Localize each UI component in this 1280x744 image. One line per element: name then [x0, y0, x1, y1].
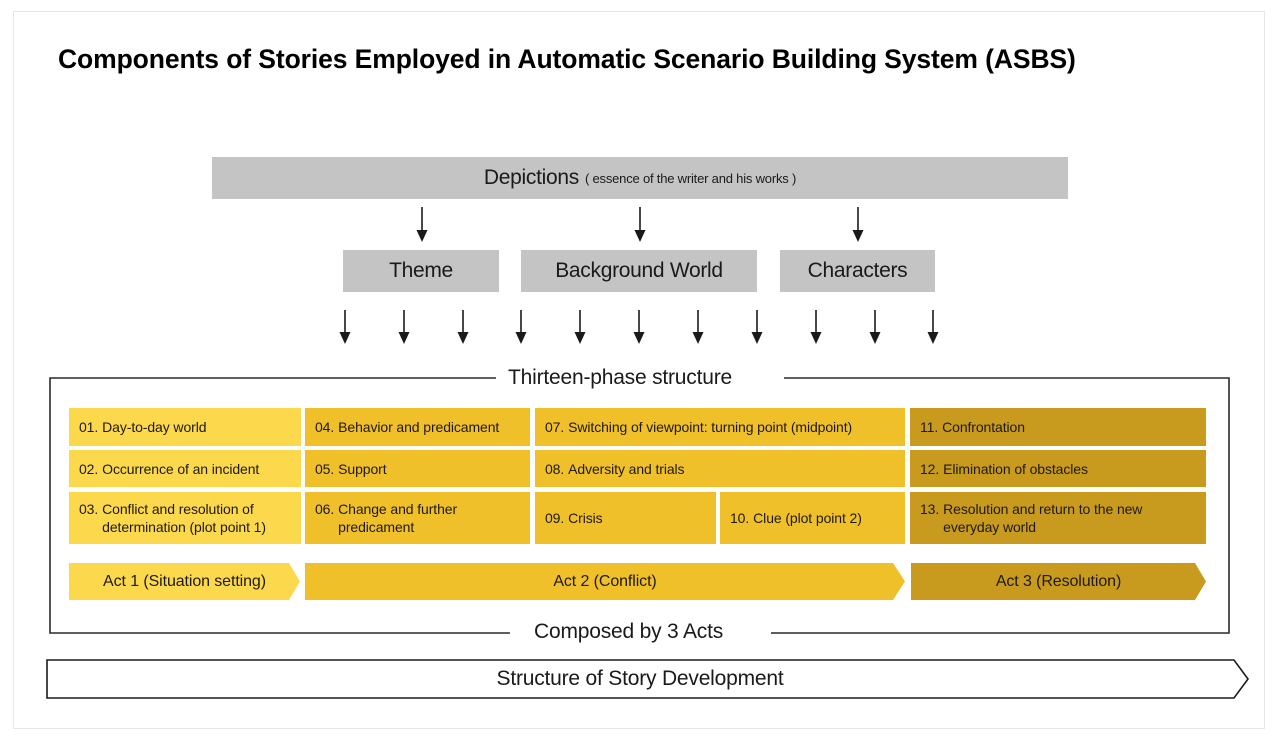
- phase-03: 03.Conflict and resolution of determinat…: [69, 492, 301, 544]
- three-acts-label: Composed by 3 Acts: [522, 620, 735, 644]
- phase-structure-label: Thirteen-phase structure: [496, 366, 744, 390]
- depictions-box: Depictions ( essence of the writer and h…: [212, 157, 1068, 199]
- component-theme: Theme: [343, 250, 499, 292]
- depictions-label: Depictions: [483, 166, 579, 189]
- act-2-label: Act 2 (Conflict): [553, 572, 657, 590]
- phase-12: 12.Elimination of obstacles: [910, 450, 1206, 487]
- phase-13: 13.Resolution and return to the new ever…: [910, 492, 1206, 544]
- phase-10: 10.Clue (plot point 2): [720, 492, 905, 544]
- component-characters: Characters: [780, 250, 935, 292]
- story-development-label: Structure of Story Development: [496, 667, 784, 690]
- phase-02: 02.Occurrence of an incident: [69, 450, 301, 487]
- phase-07: 07.Switching of viewpoint: turning point…: [535, 408, 905, 446]
- component-background-world: Background World: [521, 250, 757, 292]
- phase-01: 01.Day-to-day world: [69, 408, 301, 446]
- diagram-title: Components of Stories Employed in Automa…: [58, 44, 1076, 74]
- phase-05: 05.Support: [305, 450, 530, 487]
- phase-08: 08.Adversity and trials: [535, 450, 905, 487]
- phase-09: 09.Crisis: [535, 492, 716, 544]
- phase-04: 04.Behavior and predicament: [305, 408, 530, 446]
- depictions-sublabel: ( essence of the writer and his works ): [584, 170, 797, 186]
- act-1-label: Act 1 (Situation setting): [103, 572, 266, 590]
- phase-06: 06.Change and further predicament: [305, 492, 530, 544]
- phase-11: 11.Confrontation: [910, 408, 1206, 446]
- act-3-label: Act 3 (Resolution): [995, 572, 1122, 590]
